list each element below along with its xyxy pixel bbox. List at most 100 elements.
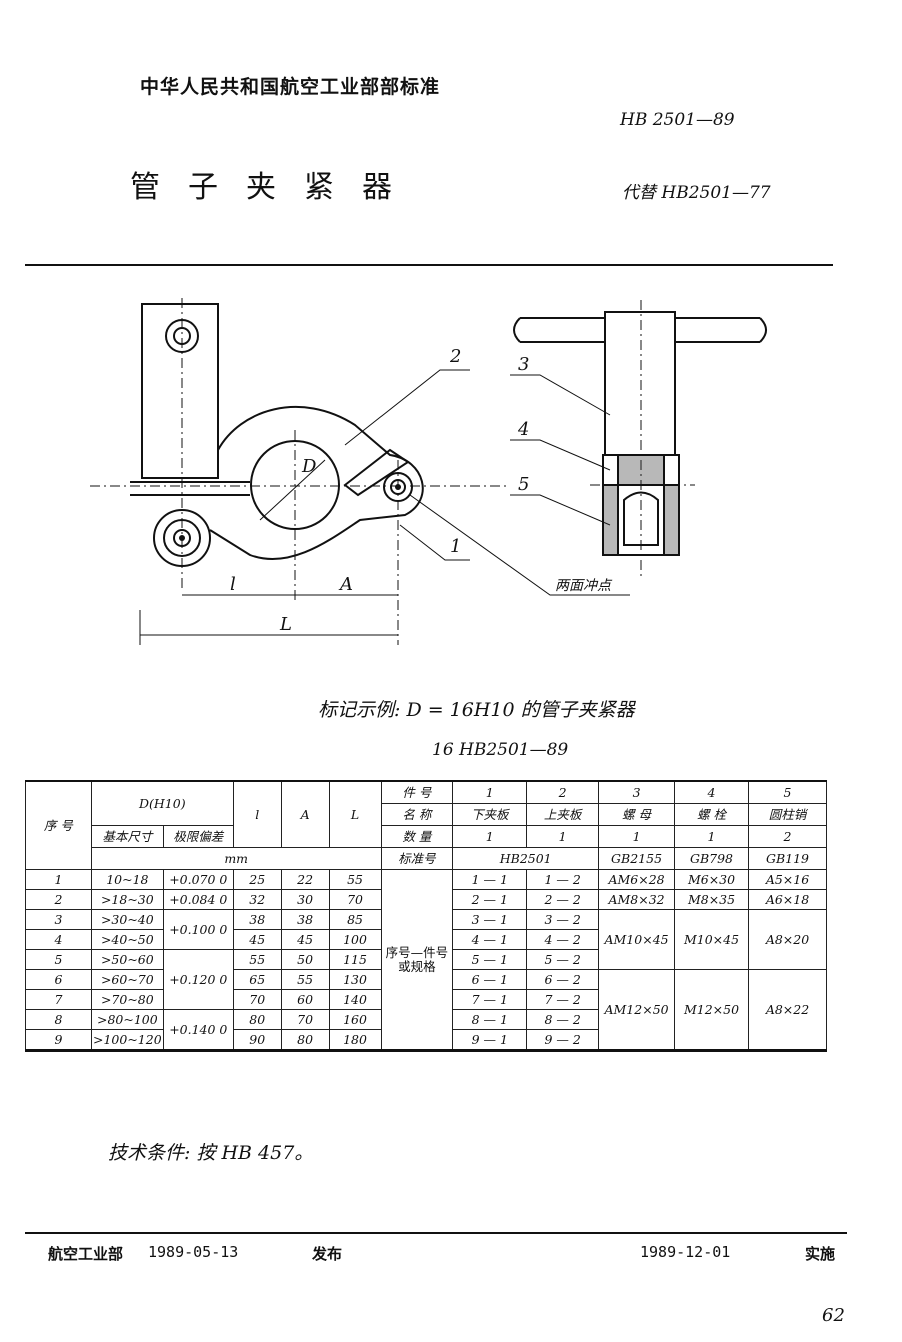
footer-issue-label: 发布 xyxy=(312,1245,343,1263)
clamp-body-outline xyxy=(209,405,424,561)
marking-example: 标记示例: D = 16H10 的管子夹紧器 xyxy=(318,699,635,721)
col-D: D(H10) xyxy=(90,780,234,826)
part-no: 4 xyxy=(674,780,749,804)
std-5: GB119 xyxy=(747,847,828,870)
cell: 140 xyxy=(328,989,382,1010)
cell: 100 xyxy=(328,929,382,950)
cell: 5 — 2 xyxy=(526,949,600,970)
callout-4: 4 xyxy=(517,419,529,440)
upper-clamp-plate xyxy=(141,303,219,479)
part-no: 3 xyxy=(598,780,676,804)
cell: 32 xyxy=(232,889,282,910)
cell: 6 — 1 xyxy=(452,969,528,990)
replaces-standard: 代替 HB2501—77 xyxy=(622,183,771,203)
cell: 55 xyxy=(328,869,382,890)
cell: 10~18 xyxy=(90,869,164,890)
cell: 115 xyxy=(328,949,382,970)
footer-rule xyxy=(25,1232,847,1234)
nut-body xyxy=(604,311,676,456)
handle-right xyxy=(675,317,767,343)
cell: 1 — 1 xyxy=(452,869,528,890)
cell: >30~40 xyxy=(90,909,164,930)
cell: 38 xyxy=(280,909,330,930)
cell: M8×35 xyxy=(674,889,749,910)
cell: +0.070 0 xyxy=(162,869,234,890)
cell: 50 xyxy=(280,949,330,970)
dim-L-label: L xyxy=(279,614,292,635)
callout-1: 1 xyxy=(450,536,461,557)
diameter-label: D xyxy=(301,456,317,477)
cell: 1 — 2 xyxy=(526,869,600,890)
part-name: 螺 栓 xyxy=(674,803,749,826)
cell: 4 xyxy=(25,929,92,950)
callout-3: 3 xyxy=(518,354,529,375)
col-seq: 序 号 xyxy=(25,780,92,870)
part-no: 1 xyxy=(452,780,528,804)
table-row: 1 10~18 +0.070 0 25 22 55 序号—件号 或规格 1 — … xyxy=(25,869,828,1051)
cell: 65 xyxy=(232,969,282,990)
cell: 7 — 1 xyxy=(452,989,528,1010)
cell: 3 — 2 xyxy=(526,909,600,930)
cell: AM6×28 xyxy=(598,869,676,890)
h-std: 标准号 xyxy=(380,847,454,870)
cell: +0.084 0 xyxy=(162,889,234,910)
callout-2: 2 xyxy=(449,346,461,367)
part-name: 上夹板 xyxy=(526,803,600,826)
part-qty: 1 xyxy=(526,825,600,848)
part-qty: 1 xyxy=(452,825,528,848)
cell: 22 xyxy=(280,869,330,890)
cell: 55 xyxy=(280,969,330,990)
part-name: 下夹板 xyxy=(452,803,528,826)
handle-left xyxy=(513,317,605,343)
cell: AM8×32 xyxy=(598,889,676,910)
cell: >18~30 xyxy=(90,889,164,910)
callout-5: 5 xyxy=(518,474,529,495)
cell: 2 — 2 xyxy=(526,889,600,910)
cell: 45 xyxy=(232,929,282,950)
col-l: l xyxy=(232,780,282,848)
cell: M12×50 xyxy=(674,969,749,1051)
tube-bore xyxy=(250,440,340,530)
cell: 25 xyxy=(232,869,282,890)
cell: A5×16 xyxy=(747,869,828,890)
footer-issue-date: 1989-05-13 xyxy=(148,1243,239,1261)
h-name: 名 称 xyxy=(380,803,454,826)
cell: +0.120 0 xyxy=(162,949,234,1010)
table-row: 3 >30~40 +0.100 0 38 38 85 3 — 1 3 — 2 A… xyxy=(25,909,828,970)
cell: 7 xyxy=(25,989,92,1010)
cell: AM10×45 xyxy=(598,909,676,970)
cell: >40~50 xyxy=(90,929,164,950)
document-title: 管子夹紧器 xyxy=(130,170,420,205)
part-no: 5 xyxy=(747,780,828,804)
header-rule xyxy=(25,264,833,266)
cell: 130 xyxy=(328,969,382,990)
marking-code: 16 HB2501—89 xyxy=(432,740,569,760)
dimensions-table: 序 号 D(H10) l A L 件 号 1 2 3 4 5 名 称 下夹板 上… xyxy=(25,780,828,1052)
issuing-organization: 中华人民共和国航空工业部部标准 xyxy=(140,76,441,98)
part-no: 2 xyxy=(526,780,600,804)
page-number: 62 xyxy=(822,1305,845,1326)
cell: A6×18 xyxy=(747,889,828,910)
cell: 9 xyxy=(25,1029,92,1051)
cell: 1 xyxy=(25,869,92,890)
cell: 45 xyxy=(280,929,330,950)
cell: 30 xyxy=(280,889,330,910)
cell: 2 — 1 xyxy=(452,889,528,910)
cell: A8×20 xyxy=(747,909,828,970)
col-D-tol: 极限偏差 xyxy=(162,825,234,848)
cell: 160 xyxy=(328,1009,382,1030)
dim-A-label: A xyxy=(338,574,353,595)
cell: 5 xyxy=(25,949,92,970)
table-row: 2 >18~30 +0.084 0 32 30 70 2 — 1 2 — 2 A… xyxy=(25,889,828,910)
cell: 85 xyxy=(328,909,382,930)
spec-label: 序号—件号 或规格 xyxy=(380,869,454,1051)
cell: M6×30 xyxy=(674,869,749,890)
part-qty: 2 xyxy=(747,825,828,848)
std-3: GB2155 xyxy=(598,847,676,870)
footer-impl-date: 1989-12-01 xyxy=(640,1243,731,1261)
cell: +0.100 0 xyxy=(162,909,234,950)
cell: 2 xyxy=(25,889,92,910)
standard-number: HB 2501—89 xyxy=(620,110,735,130)
cell: 70 xyxy=(280,1009,330,1030)
cell: A8×22 xyxy=(747,969,828,1051)
